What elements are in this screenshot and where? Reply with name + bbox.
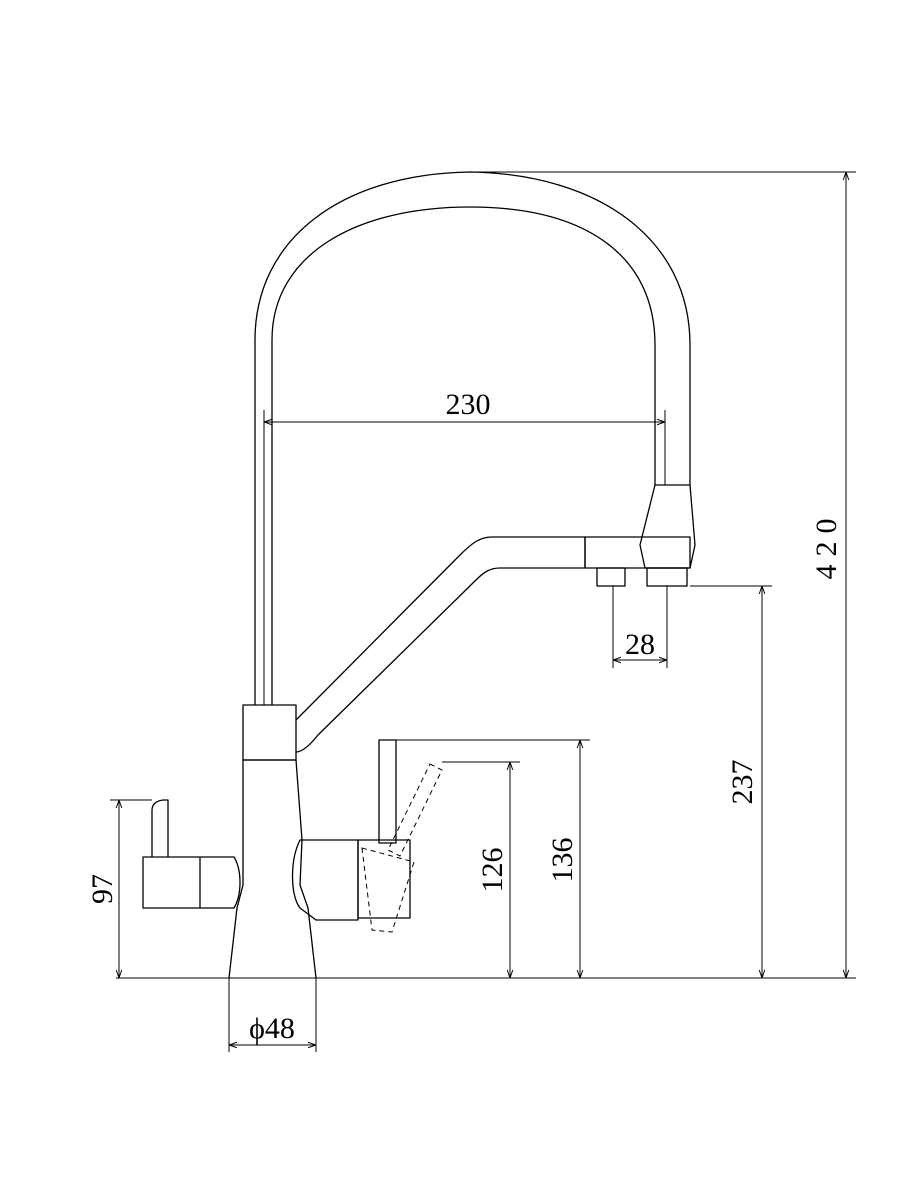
filter-outlet-block [584, 536, 691, 569]
handle-height-label: 97 [86, 874, 119, 904]
outlet-tip-spray [646, 567, 688, 587]
pull-down-spout-inner [271, 206, 656, 706]
filter-tap-lever-rotated [361, 763, 443, 933]
dimension-labels: 230 420 28 237 136 126 97 ϕ48 [86, 388, 843, 1045]
mixer-lever-handle [151, 799, 169, 858]
filter-outlet-height-label: 126 [476, 848, 509, 893]
filter-valve-body [291, 839, 359, 921]
pull-down-spout-outer [254, 171, 691, 706]
faucet-base-column [228, 759, 317, 979]
filter-spout-height-label: 136 [546, 838, 579, 883]
base-diameter-label: ϕ48 [249, 1012, 295, 1045]
spout-reach-label: 230 [446, 388, 491, 421]
filter-valve-cap [357, 839, 411, 919]
faucet-collar [242, 704, 297, 761]
outlet-spacing-label: 28 [625, 628, 655, 661]
filter-tap-lever [378, 739, 397, 844]
outlet-tip-filter [596, 567, 626, 587]
total-height-label: 420 [810, 511, 843, 580]
spray-head [639, 484, 696, 569]
faucet-outline [142, 171, 696, 979]
dimension-lines [110, 171, 856, 1052]
mixer-lever-body [142, 856, 241, 909]
outlet-height-label: 237 [726, 760, 759, 805]
filter-water-arm [295, 536, 586, 753]
